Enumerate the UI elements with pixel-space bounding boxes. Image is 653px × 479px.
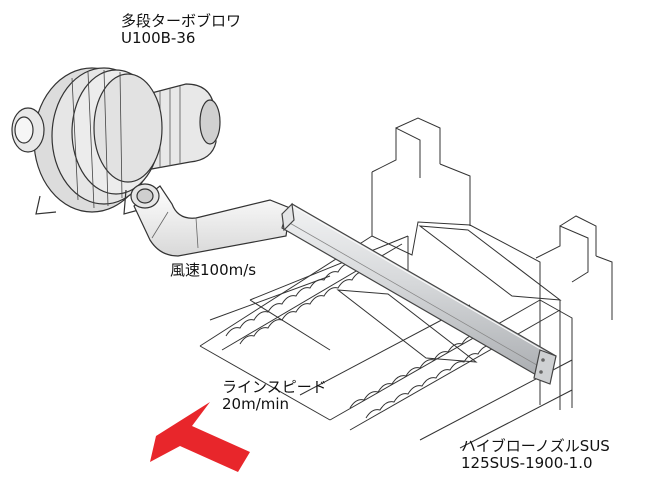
conveyor-rail: [329, 299, 541, 421]
nozzle-start-cap: [281, 202, 295, 232]
line-speed-name: ラインスピード: [222, 378, 327, 396]
plate: [418, 225, 562, 301]
air-speed-label: 風速100m/s: [170, 262, 256, 279]
turbo-blower: [11, 67, 221, 215]
blower-model: U100B-36: [121, 29, 196, 47]
conveyor-rail: [249, 235, 409, 301]
conveyor-rail: [349, 309, 561, 431]
air-duct: [130, 183, 291, 257]
nozzle-name: ハイブローノズルSUS: [461, 437, 610, 455]
conveyor-rollers: [225, 255, 493, 419]
nozzle-model: 125SUS-1900-1.0: [461, 454, 593, 472]
blower-name: 多段ターボブロワ: [121, 12, 242, 30]
nozzle-label: ハイブローノズルSUS 125SUS-1900-1.0: [461, 438, 610, 472]
nozzle-body: [281, 203, 557, 381]
nozzle-end-cap: [533, 349, 557, 385]
line-speed-label: ラインスピード 20m/min: [222, 379, 327, 413]
arrow-left-icon: [150, 402, 250, 472]
air-speed-text: 風速100m/s: [170, 261, 257, 279]
duct-pipe: [133, 185, 291, 257]
line-direction-arrow: [150, 402, 250, 472]
plate: [336, 289, 478, 363]
conveyor-rail: [459, 389, 573, 449]
high-blow-nozzle: [281, 202, 557, 385]
blower-label: 多段ターボブロワ U100B-36: [121, 13, 241, 47]
conveyor-rail: [209, 275, 331, 321]
line-speed-value: 20m/min: [222, 395, 290, 413]
